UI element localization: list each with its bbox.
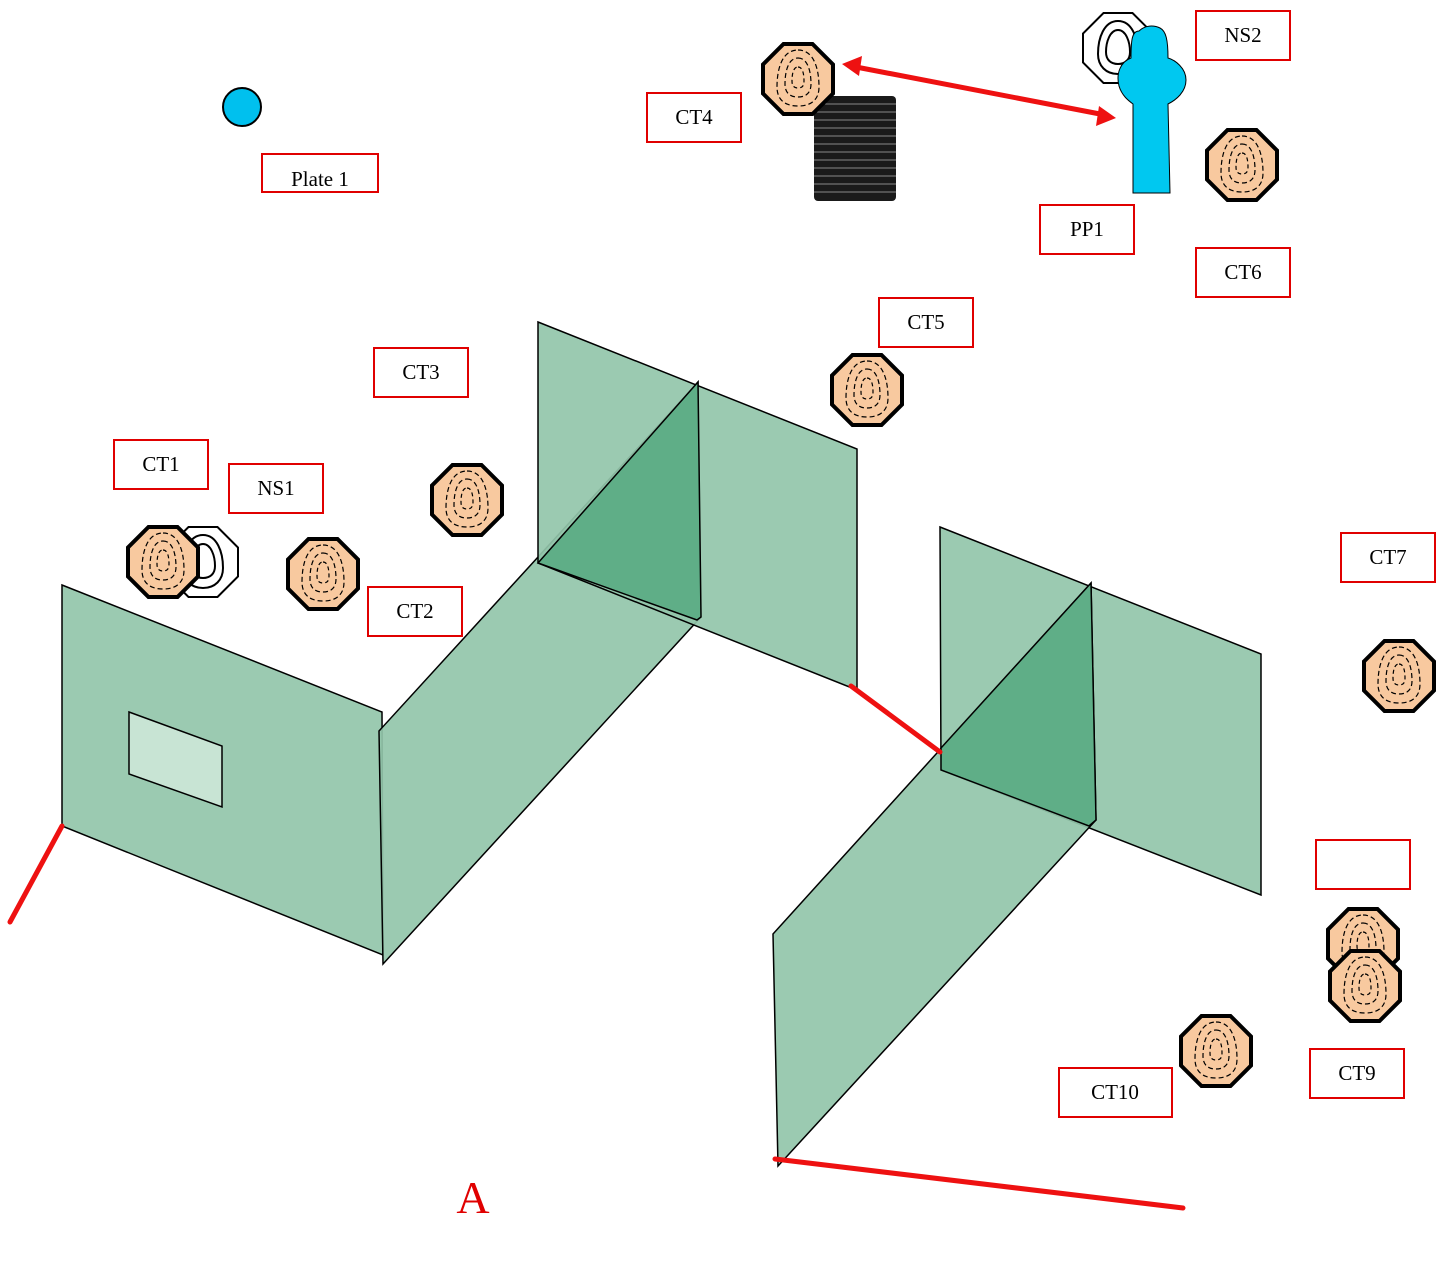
label-ct8 — [1315, 839, 1411, 890]
wall-right-back — [939, 525, 1262, 897]
label-text: NS1 — [257, 476, 294, 500]
label-ct9: CT9 — [1309, 1048, 1405, 1099]
label-plate-1: Plate 1 — [261, 153, 379, 193]
wall-left-overlap — [536, 380, 702, 621]
label-text: NS2 — [1224, 23, 1261, 47]
barrel-stack-icon — [814, 96, 896, 201]
label-text: CT4 — [675, 105, 713, 129]
label-text: CT5 — [907, 310, 944, 334]
fault-line-bottom — [772, 1156, 1186, 1211]
label-ns1: NS1 — [228, 463, 324, 514]
target-icon-ct7 — [1362, 639, 1436, 713]
start-position-label: A — [456, 1172, 489, 1223]
label-text: CT7 — [1369, 545, 1406, 569]
label-text: Plate 1 — [291, 167, 349, 191]
label-text: CT2 — [396, 599, 433, 623]
plate-icon — [222, 87, 262, 127]
target-icon-ct2 — [286, 537, 360, 611]
label-text: CT6 — [1224, 260, 1261, 284]
target-icon-ct6 — [1205, 128, 1279, 202]
target-icon-ct5 — [830, 353, 904, 427]
label-text: PP1 — [1070, 217, 1104, 241]
label-ct4: CT4 — [646, 92, 742, 143]
label-ct7: CT7 — [1340, 532, 1436, 583]
target-icon-ct1 — [126, 525, 200, 599]
label-text: CT10 — [1091, 1080, 1139, 1104]
target-icon-ct3 — [430, 463, 504, 537]
fault-line-left — [7, 823, 65, 925]
label-ct10: CT10 — [1058, 1067, 1173, 1118]
label-ct1: CT1 — [113, 439, 209, 490]
wall-left-front — [61, 583, 384, 957]
label-pp1: PP1 — [1039, 204, 1135, 255]
window-port — [128, 710, 223, 809]
activation-arrow — [842, 56, 1116, 126]
fault-line-middle — [848, 683, 943, 755]
label-text: CT1 — [142, 452, 179, 476]
wall-right-overlap — [940, 581, 1097, 827]
label-ct3: CT3 — [373, 347, 469, 398]
target-icon-ct10 — [1179, 1014, 1253, 1088]
label-text: CT9 — [1338, 1061, 1375, 1085]
target-icon-ct9 — [1328, 949, 1402, 1023]
label-ns2: NS2 — [1195, 10, 1291, 61]
target-icon-ct4 — [761, 42, 835, 116]
label-text: CT3 — [402, 360, 439, 384]
label-ct2: CT2 — [367, 586, 463, 637]
pepper-popper-icon — [1117, 25, 1187, 194]
label-ct5: CT5 — [878, 297, 974, 348]
label-ct6: CT6 — [1195, 247, 1291, 298]
